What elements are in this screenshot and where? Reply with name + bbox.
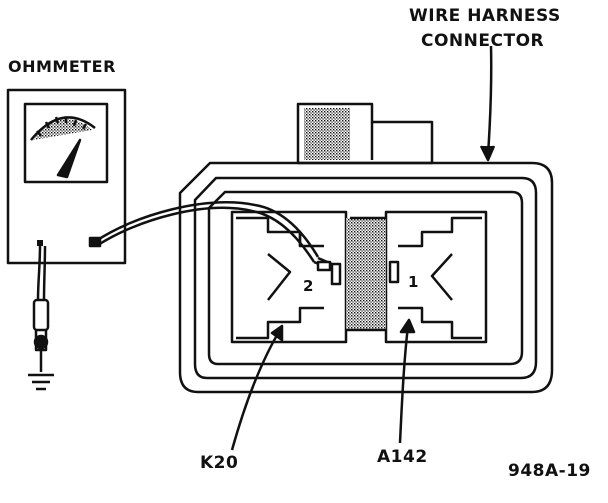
probe-tip [313,256,333,272]
wire-harness-connector [178,102,554,394]
a142-label: A142 [377,447,428,467]
callout-arrows [230,45,496,451]
k20-label: K20 [200,453,239,473]
pin-2-label: 2 [303,277,314,295]
wire-harness-label-line1: WIRE HARNESS [409,6,561,26]
pin-1-label: 1 [408,273,419,291]
ground-symbol-icon [28,373,54,391]
ohmmeter-icon [6,88,127,265]
figure-id-label: 948A-19 [508,461,591,481]
ohmmeter-label: OHMMETER [8,57,116,76]
wire-harness-label-line2: CONNECTOR [421,31,545,51]
test-probe-icon [32,245,50,372]
